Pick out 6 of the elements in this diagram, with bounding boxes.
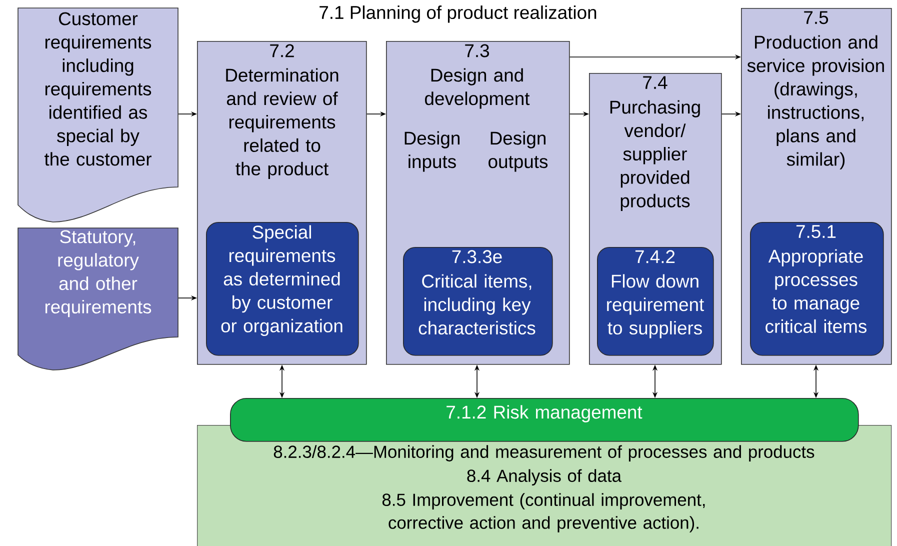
requirement-box: Special requirements as determined by customer or organization [206,222,359,356]
requirement-box: 7.3.3e Critical items, including key characteristics [403,247,553,356]
requirement-box: 7.4.2 Flow down requirement to suppliers [597,247,714,356]
requirement-box: 7.5.1 Appropriate processes to manage critical items [750,222,884,356]
diagram-title: 7.1 Planning of product realization [320,6,596,23]
risk-management-band: 7.1.2 Risk management [230,398,859,442]
